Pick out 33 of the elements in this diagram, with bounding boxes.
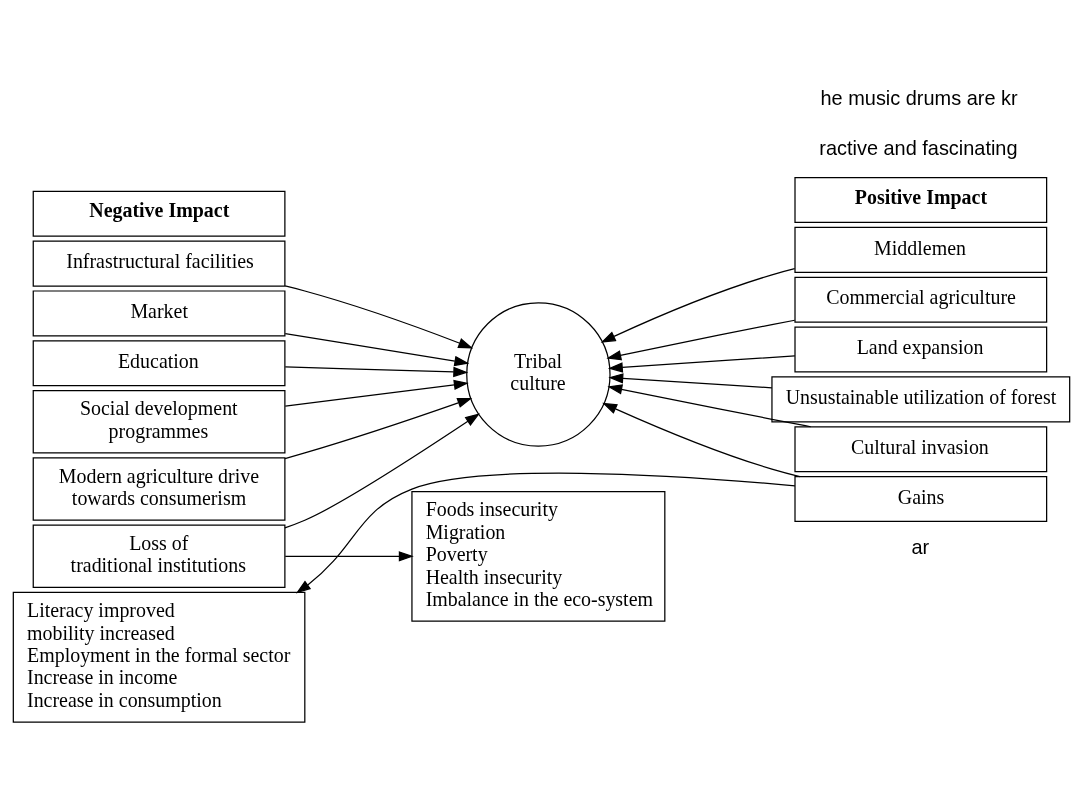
node-box: Land expansion [794, 326, 1048, 373]
node-box: Market [32, 290, 286, 337]
node-box: Education [32, 340, 286, 387]
node-box: Commercial agriculture [794, 276, 1048, 323]
arrow [600, 268, 796, 343]
arrow [284, 333, 470, 367]
arrow [608, 373, 773, 389]
arrow [607, 355, 796, 373]
label: he music drums are kr [820, 87, 1018, 110]
arrow [284, 366, 469, 378]
arrow [284, 379, 469, 407]
arrow [284, 551, 414, 562]
arrow [284, 413, 480, 529]
node-box: Loss of traditional institutions [32, 524, 286, 589]
node-box: Negative Impact [32, 190, 286, 237]
arrow [602, 402, 801, 478]
node-box: Gains [794, 476, 1048, 523]
node-box: Foods insecurity Migration Poverty Health insecurity Imbalance in the eco-system [411, 490, 666, 622]
label: ractive and fascinating [819, 136, 1018, 159]
label: ar [911, 535, 930, 558]
node-box: Literacy improved mobility increased Employment in the formal sector Increase in income Increase in consumption [12, 591, 306, 723]
node-box: Unsustainable utilization of forest [771, 376, 1071, 423]
node-box: Infrastructural facilities [32, 240, 286, 287]
arrow [295, 472, 796, 594]
node-box: Modern agriculture drive towards consumerism [32, 457, 286, 521]
arrow [607, 384, 812, 428]
arrow [284, 285, 474, 349]
arrow [606, 319, 796, 361]
node-box: Positive Impact [794, 177, 1048, 224]
node-box: Middlemen [794, 226, 1048, 273]
node-box: Cultural invasion [794, 426, 1048, 473]
arrow [284, 397, 473, 460]
node-box: Social development programmes [32, 390, 286, 454]
